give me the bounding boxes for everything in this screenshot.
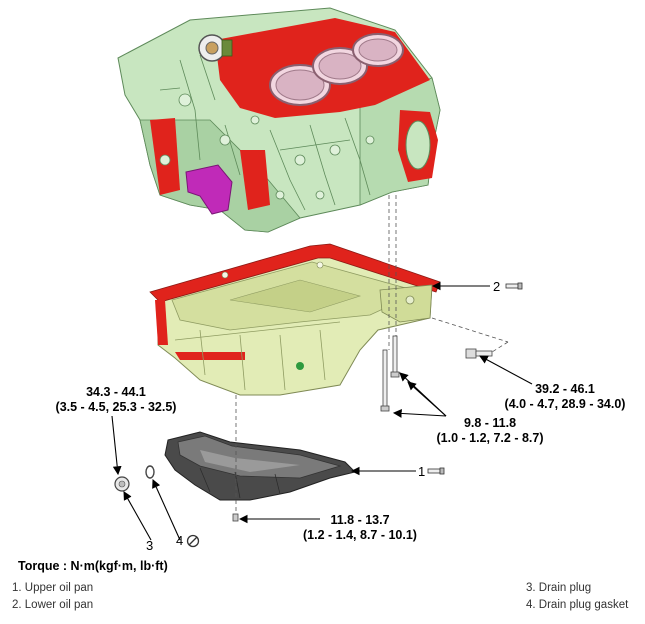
gasket-symbol-icon (186, 534, 200, 548)
legend-item-3: 3. Drain plug (526, 582, 592, 594)
side-bolt-icon (465, 348, 493, 359)
drain-plug-icon (114, 476, 130, 492)
torque-side-bolt-line2: (4.0 - 4.7, 28.9 - 34.0) (504, 397, 626, 411)
torque-upper-bolts: 9.8 - 11.8 (1.0 - 1.2, 7.2 - 8.7) (415, 416, 565, 446)
callout-1: 1 (418, 464, 426, 479)
upper-oil-pan (149, 243, 441, 396)
upper-pan-bolt-icon (380, 335, 400, 412)
torque-lower-bolts-line1: 11.8 - 13.7 (330, 513, 390, 527)
legend-item-4: 4. Drain plug gasket (526, 599, 629, 611)
bracket (185, 164, 233, 215)
torque-side-bolt: 39.2 - 46.1 (4.0 - 4.7, 28.9 - 34.0) (490, 382, 640, 412)
torque-units-title: Torque : N·m(kgf·m, lb·ft) (18, 559, 168, 573)
torque-upper-bolts-line2: (1.0 - 1.2, 7.2 - 8.7) (436, 431, 544, 445)
lower-pan-bolt-icon (232, 513, 239, 522)
callout-4: 4 (176, 533, 184, 548)
torque-drain-plug: 34.3 - 44.1 (3.5 - 4.5, 25.3 - 32.5) (28, 385, 204, 415)
pulley-icon (198, 34, 233, 62)
alignment-lines (235, 195, 509, 514)
lower-oil-pan (164, 431, 356, 501)
engine-block (117, 7, 441, 233)
bolt-legend-1-icon (427, 467, 445, 475)
leader-arrows (111, 281, 533, 541)
callout-3: 3 (146, 538, 154, 553)
callout-2: 2 (493, 279, 501, 294)
legend-item-1: 1. Upper oil pan (12, 582, 94, 594)
bolt-legend-2-icon (505, 282, 523, 290)
torque-drain-plug-line1: 34.3 - 44.1 (86, 385, 146, 399)
torque-lower-bolts-line2: (1.2 - 1.4, 8.7 - 10.1) (303, 528, 417, 542)
torque-drain-plug-line2: (3.5 - 4.5, 25.3 - 32.5) (55, 400, 177, 414)
drain-plug-gasket-icon (145, 465, 155, 479)
torque-side-bolt-line1: 39.2 - 46.1 (535, 382, 595, 396)
torque-lower-bolts: 11.8 - 13.7 (1.2 - 1.4, 8.7 - 10.1) (270, 513, 450, 543)
legend-item-2: 2. Lower oil pan (12, 599, 94, 611)
torque-upper-bolts-line1: 9.8 - 11.8 (463, 416, 517, 430)
